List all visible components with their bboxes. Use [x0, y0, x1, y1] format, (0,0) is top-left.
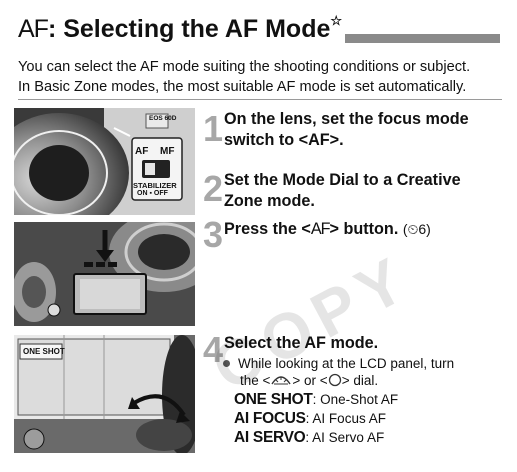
lcd-mode-label: ONE SHOT [23, 347, 65, 356]
mode-code: AI FOCUS [234, 410, 306, 427]
lcd-dial-illustration [14, 335, 195, 453]
af-title-symbol: AF [18, 15, 49, 43]
mode-one-shot: ONE SHOT: One-Shot AF [234, 391, 398, 409]
camera-top-illustration [14, 222, 195, 326]
switch-af-label: AF [135, 146, 149, 157]
switch-mf-label: MF [160, 146, 175, 157]
camera-top-photo [14, 222, 195, 326]
divider [18, 99, 502, 100]
star-icon: ☆ [330, 13, 343, 28]
mode-code: ONE SHOT [234, 391, 313, 408]
bullet-line-2-post: > dial. [341, 373, 379, 388]
step-number-1: 1 [203, 108, 224, 149]
step-2-line-1: Set the Mode Dial to a Creative [224, 171, 461, 189]
bullet-line-2: the < > or < > dial. [240, 373, 378, 388]
title-bar-decoration [345, 34, 500, 43]
step-2-line-2: Zone mode. [224, 192, 315, 210]
stabilizer-label: STABILIZER [133, 181, 177, 190]
intro-paragraph: You can select the AF mode suiting the s… [18, 57, 470, 97]
step-number-2: 2 [203, 168, 224, 209]
mode-desc: : One-Shot AF [312, 392, 399, 407]
step-1-text: On the lens, set the focus mode switch t… [224, 109, 469, 151]
mode-ai-servo: AI SERVO: AI Servo AF [234, 429, 384, 447]
bullet-line-2-mid: > or < [292, 373, 328, 388]
step-1-line-2: switch to <AF>. [224, 131, 344, 149]
page-reference: (⏲6) [402, 221, 431, 237]
step-3-text: Press the <AF> button. (⏲6) [224, 219, 431, 240]
title-text: : Selecting the AF Mode [47, 15, 331, 43]
step-3-text-post: > button. [329, 220, 399, 238]
step-3-text-pre: Press the < [224, 220, 311, 238]
step-number-3: 3 [203, 214, 224, 255]
lcd-dial-photo: ONE SHOT [14, 335, 195, 453]
mode-desc: : AI Focus AF [305, 411, 386, 426]
main-dial-icon [271, 376, 291, 385]
mode-code: AI SERVO [234, 429, 306, 446]
step-1-line-1: On the lens, set the focus mode [224, 110, 469, 128]
eos-label: EOS 60D [149, 115, 177, 122]
bullet-line-1: While looking at the LCD panel, turn [238, 356, 455, 371]
lens-switch-photo: EOS 60D AF MF STABILIZER ON ▪ OFF [14, 108, 195, 215]
step-4-text: Select the AF mode. [224, 334, 379, 352]
mode-ai-focus: AI FOCUS: AI Focus AF [234, 410, 386, 428]
bullet-line-2-pre: the < [240, 373, 271, 388]
bullet-dot [223, 360, 230, 367]
instruction-bullet: While looking at the LCD panel, turn [223, 355, 454, 373]
stabilizer-onoff-label: ON ▪ OFF [137, 190, 168, 197]
mode-desc: : AI Servo AF [305, 430, 385, 445]
step-number-4: 4 [203, 329, 224, 370]
intro-line-2: In Basic Zone modes, the most suitable A… [18, 79, 467, 95]
step-2-text: Set the Mode Dial to a Creative Zone mod… [224, 170, 461, 212]
intro-line-1: You can select the AF mode suiting the s… [18, 59, 471, 75]
page-title: AF: Selecting the AF Mode☆ [18, 13, 343, 44]
lens-switch-illustration [14, 108, 195, 215]
af-button-symbol: AF [310, 220, 331, 238]
quick-control-dial-icon [328, 373, 341, 387]
